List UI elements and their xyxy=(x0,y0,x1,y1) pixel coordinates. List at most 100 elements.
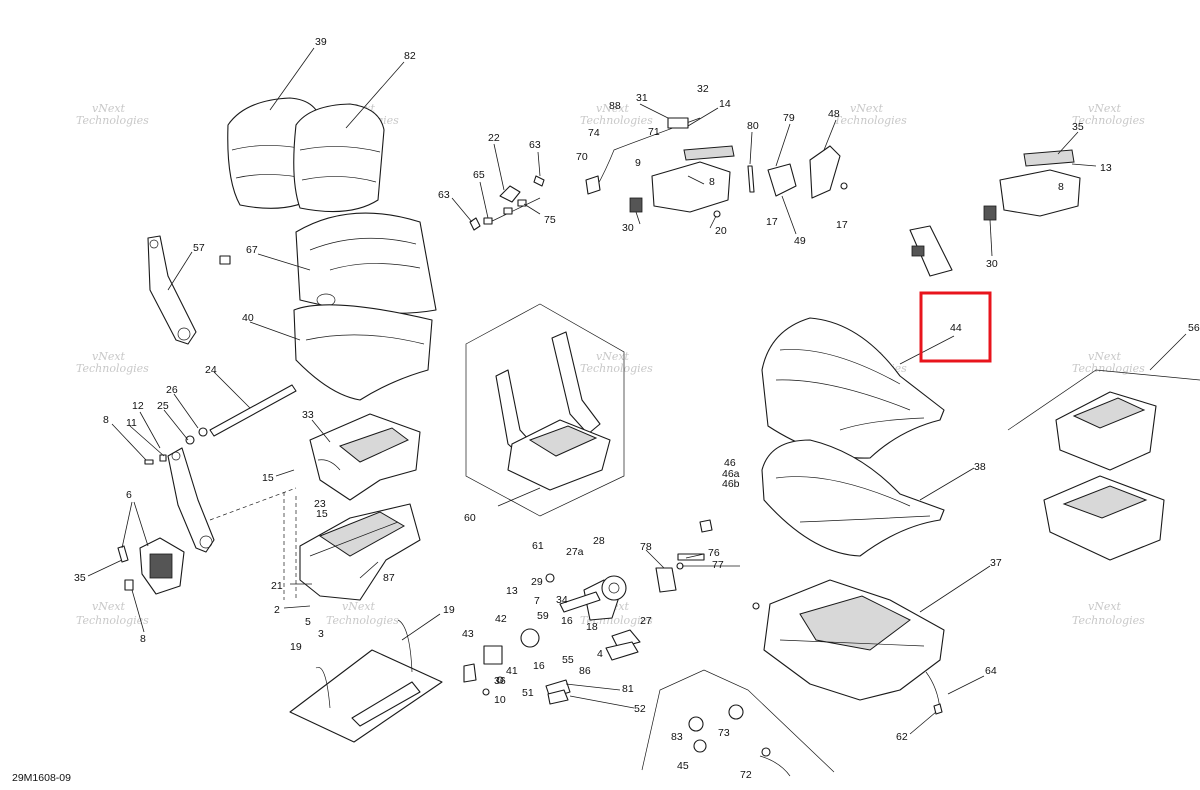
callout-15b: 15 xyxy=(316,508,328,520)
callout-40: 40 xyxy=(242,312,254,324)
callout-16b: 16 xyxy=(533,660,545,672)
callout-80: 80 xyxy=(747,120,759,132)
callout-31: 31 xyxy=(636,92,648,104)
svg-text:vNext: vNext xyxy=(92,600,126,613)
callout-37: 37 xyxy=(990,557,1002,569)
callout-28: 28 xyxy=(593,535,605,547)
svg-text:Technologies: Technologies xyxy=(1072,614,1145,627)
mat-19 xyxy=(289,619,443,743)
callout-51: 51 xyxy=(522,687,534,699)
callout-61: 61 xyxy=(532,540,544,552)
svg-text:vNext: vNext xyxy=(596,350,630,363)
svg-text:Technologies: Technologies xyxy=(580,114,653,127)
callout-39: 39 xyxy=(315,36,327,48)
seat-cover-44 xyxy=(761,317,945,459)
backrest-cover-82 xyxy=(293,103,385,213)
callout-30b: 30 xyxy=(986,258,998,270)
callout-10: 10 xyxy=(494,694,506,706)
callout-22: 22 xyxy=(488,132,500,144)
callout-46a: 46a xyxy=(722,468,740,480)
svg-text:vNext: vNext xyxy=(1088,600,1122,613)
callout-18: 18 xyxy=(586,621,598,633)
handle-left xyxy=(117,537,185,595)
callout-32: 32 xyxy=(697,83,709,95)
callout-76: 76 xyxy=(708,547,720,559)
callout-65: 65 xyxy=(473,169,485,181)
callout-75: 75 xyxy=(544,214,556,226)
callout-64: 64 xyxy=(985,665,997,677)
callout-46b: 46b xyxy=(722,478,740,490)
svg-text:vNext: vNext xyxy=(1088,350,1122,363)
svg-text:Technologies: Technologies xyxy=(834,114,907,127)
svg-text:vNext: vNext xyxy=(92,350,126,363)
callout-45: 45 xyxy=(677,760,689,772)
callout-3: 3 xyxy=(318,628,324,640)
highlight-box-44 xyxy=(919,291,992,363)
callout-74: 74 xyxy=(588,127,600,139)
callout-73: 73 xyxy=(718,727,730,739)
callout-2: 2 xyxy=(274,604,280,616)
assembly-frame-60 xyxy=(465,303,625,517)
callout-5: 5 xyxy=(305,616,311,628)
callout-7: 7 xyxy=(534,595,540,607)
callout-48: 48 xyxy=(828,108,840,120)
callout-9: 9 xyxy=(635,157,641,169)
callout-6: 6 xyxy=(126,489,132,501)
pivot-shaft-24 xyxy=(209,384,297,437)
handle-assembly-left-top xyxy=(585,117,735,218)
callout-63: 63 xyxy=(438,189,450,201)
callout-17: 17 xyxy=(766,216,778,228)
seat-frame-87 xyxy=(283,492,421,601)
callout-81: 81 xyxy=(622,683,634,695)
callout-23: 23 xyxy=(314,498,326,510)
seat-base-37 xyxy=(752,579,945,701)
callout-14: 14 xyxy=(719,98,731,110)
assembly-56 xyxy=(1007,369,1200,561)
svg-text:vNext: vNext xyxy=(1088,102,1122,115)
callout-labels: 39 82 57 67 40 24 26 12 25 8 11 6 35 8 3… xyxy=(74,36,1200,781)
callout-38: 38 xyxy=(974,461,986,473)
callout-83: 83 xyxy=(671,731,683,743)
callout-13b: 13 xyxy=(1100,162,1112,174)
callout-41: 41 xyxy=(506,665,518,677)
svg-text:vNext: vNext xyxy=(596,102,630,115)
seat-foam-38 xyxy=(761,439,945,557)
callout-12: 12 xyxy=(132,400,144,412)
callout-35: 35 xyxy=(74,572,86,584)
svg-text:Technologies: Technologies xyxy=(580,362,653,375)
callout-59: 59 xyxy=(537,610,549,622)
callout-16: 16 xyxy=(561,615,573,627)
callout-24: 24 xyxy=(205,364,217,376)
callout-70: 70 xyxy=(576,151,588,163)
callout-11: 11 xyxy=(126,417,137,429)
callout-15: 15 xyxy=(262,472,274,484)
callout-19: 19 xyxy=(443,604,455,616)
callout-57: 57 xyxy=(193,242,205,254)
callout-46: 46 xyxy=(724,457,736,469)
callout-8c: 8 xyxy=(709,176,715,188)
leader-lines xyxy=(87,47,1187,735)
callout-27a: 27a xyxy=(566,546,584,558)
handle-assembly-right-top xyxy=(909,149,1081,277)
callout-55: 55 xyxy=(562,654,574,666)
callout-34: 34 xyxy=(556,594,568,606)
svg-text:Technologies: Technologies xyxy=(76,362,149,375)
drawing-code: 29M1608-09 xyxy=(12,772,71,784)
callout-60: 60 xyxy=(464,512,476,524)
latch-mechanism-group xyxy=(463,573,641,705)
svg-text:vNext: vNext xyxy=(342,600,376,613)
pivot-hardware xyxy=(144,427,208,465)
callout-43: 43 xyxy=(462,628,474,640)
callout-36: 36 xyxy=(494,675,506,687)
callout-72: 72 xyxy=(740,769,752,781)
callout-86: 86 xyxy=(579,665,591,677)
drain-hose-64 xyxy=(925,671,943,715)
svg-text:vNext: vNext xyxy=(850,102,884,115)
callout-8b: 8 xyxy=(140,633,146,645)
svg-text:vNext: vNext xyxy=(92,102,126,115)
lower-bracket-6 xyxy=(167,447,297,553)
callout-49: 49 xyxy=(794,235,806,247)
backrest-foam-67 xyxy=(295,212,437,314)
svg-text:Technologies: Technologies xyxy=(1072,114,1145,127)
